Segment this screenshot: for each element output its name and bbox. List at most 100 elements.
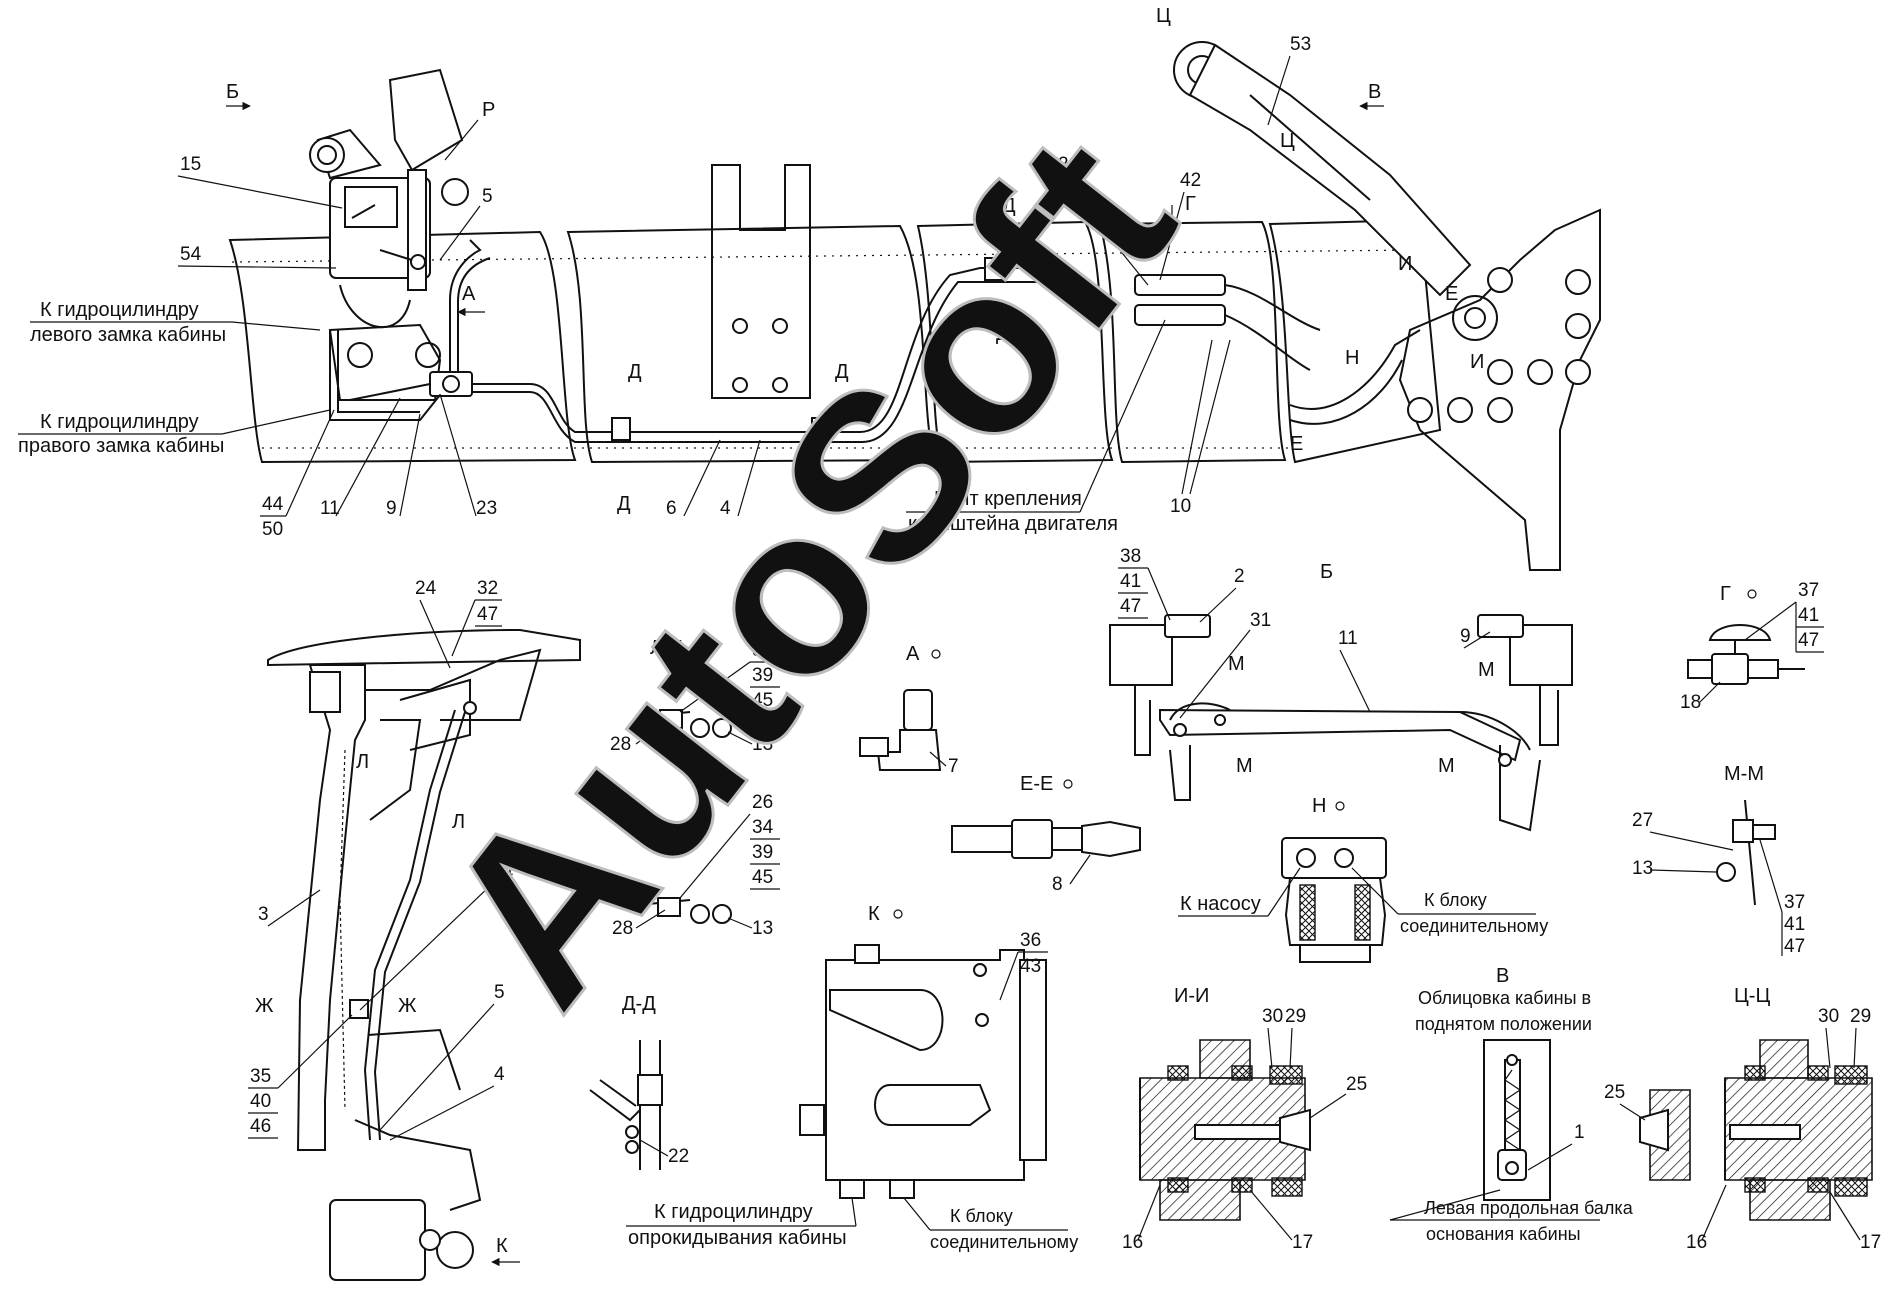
part-number: 32 — [477, 578, 498, 599]
part-number: 54 — [180, 244, 202, 265]
section-arrow-E: Е — [1290, 433, 1303, 455]
part-number: 25 — [1346, 1074, 1367, 1095]
main-view-part-numbers: 15 54 5 44 50 11 9 23 6 4 21 42 10 53 — [177, 34, 1311, 540]
pipe-clip — [611, 417, 631, 441]
part-number: 30 — [1262, 1006, 1283, 1027]
cab-side-view-labels: 24 32 47 14 3 5 4 35 40 46 Л Л Ж Ж К — [248, 578, 520, 1267]
section-DD: Д-Д 22 — [589, 993, 689, 1170]
hose-end — [1011, 819, 1053, 859]
part-number: 37 — [1784, 892, 1805, 913]
part-number: 47 — [1798, 630, 1819, 651]
clamp-bolt — [1732, 819, 1754, 843]
part-number: 7 — [948, 756, 959, 777]
hose — [951, 825, 1013, 853]
view-K: К 36 43 К гидроцилиндру опрокидывания ка… — [626, 903, 1078, 1252]
pipe-clip — [984, 257, 1004, 281]
section-arrow-M: М — [1236, 755, 1253, 777]
cab-pillar — [296, 664, 366, 1151]
section-TSTS: Ц-Ц 30 29 25 16 17 — [1604, 985, 1881, 1253]
part-number: 17 — [1860, 1232, 1881, 1253]
part-number: 23 — [476, 498, 497, 519]
section-arrow-M: М — [1478, 659, 1495, 681]
part-number: 4 — [720, 498, 731, 519]
section-arrow-I: И — [1398, 253, 1412, 275]
view-B: Б 38 41 47 2 31 11 9 М М М М — [1109, 546, 1573, 832]
part-number: 40 — [250, 1091, 271, 1112]
part-number: 29 — [1850, 1006, 1871, 1027]
part-number: 21 — [1058, 154, 1079, 175]
section-arrow-D: Д — [628, 361, 642, 383]
cab-lock-cylinder — [329, 1199, 426, 1281]
part-number: 26 — [752, 792, 773, 813]
callout-beam: основания кабины — [1426, 1224, 1581, 1244]
callout-tilt-cylinder: опрокидывания кабины — [628, 1227, 847, 1249]
cab-mount-beam — [1159, 708, 1522, 762]
part-number: 18 — [1680, 692, 1701, 713]
section-arrow-D: Д — [1002, 195, 1016, 217]
section-arrow-L: Л — [452, 811, 465, 833]
part-number: 5 — [494, 982, 505, 1003]
section-arrow-ZH: Ж — [255, 995, 274, 1017]
callout-cab-lining: поднятом положении — [1415, 1014, 1592, 1034]
section-arrow-N: Н — [1345, 347, 1359, 369]
view-G: Г 37 41 47 18 — [1680, 580, 1824, 713]
pillar-bracket — [309, 671, 341, 713]
section-title: Д-Д — [622, 993, 656, 1015]
part-number: 43 — [1020, 956, 1041, 977]
section-title: К — [868, 903, 880, 925]
part-number: 36 — [1020, 930, 1041, 951]
callout-to-block-n: К блоку — [1424, 890, 1487, 910]
hose-fitting — [1711, 653, 1749, 685]
part-number: 16 — [1686, 1232, 1707, 1253]
grease-fitting — [1639, 1108, 1669, 1152]
part-number: 47 — [1784, 936, 1805, 957]
callout-left-lock: К гидроцилиндру — [40, 299, 199, 321]
part-number: 39 — [752, 842, 773, 863]
part-number: 53 — [1290, 34, 1311, 55]
part-number: 45 — [752, 867, 773, 888]
section-II: И-И 30 29 25 16 17 — [1122, 985, 1367, 1253]
view-letter: Г — [1185, 193, 1196, 215]
section-ZHZH: Ж-Ж 26 34 39 45 28 13 — [612, 792, 780, 939]
callout-to-pump: К насосу — [1180, 893, 1261, 915]
part-number: 16 — [1122, 1232, 1143, 1253]
part-number: 46 — [250, 1116, 271, 1137]
section-title: Ц-Ц — [1734, 985, 1770, 1007]
section-title: И-И — [1174, 985, 1209, 1007]
section-arrow-D: Д — [835, 361, 849, 383]
main-view-callouts: К гидроцилиндру левого замка кабины К ги… — [18, 299, 1166, 535]
part-number: 8 — [1052, 874, 1063, 895]
part-number: 5 — [482, 186, 493, 207]
view-letter: А — [462, 283, 476, 305]
callout-to-block-n: соединительному — [1400, 916, 1548, 936]
callout-right-lock: правого замка кабины — [18, 435, 224, 457]
part-number: 47 — [477, 604, 498, 625]
section-arrow-M: М — [1438, 755, 1455, 777]
callout-right-lock: К гидроцилиндру — [40, 411, 199, 433]
fitting-nut — [859, 737, 889, 757]
port-fitting — [889, 1179, 915, 1199]
tilt-cylinder — [1188, 43, 1472, 297]
part-number: 13 — [1632, 858, 1653, 879]
section-LL: Л-Л 34 39 45 28 13 — [610, 637, 780, 755]
view-A: А 7 — [859, 643, 959, 777]
section-arrow-D: Д — [828, 493, 842, 515]
part-number: 38 — [1120, 546, 1141, 567]
cab-side-view — [267, 628, 581, 1281]
callout-left-lock: левого замка кабины — [30, 324, 226, 346]
section-arrow-D: Д — [996, 323, 1010, 345]
part-number: 27 — [1632, 810, 1653, 831]
clamp — [349, 999, 369, 1019]
callout-engine-bolt: кронштейна двигателя — [908, 513, 1118, 535]
part-number: 30 — [1818, 1006, 1839, 1027]
part-number: 25 — [1604, 1082, 1625, 1103]
part-number: 4 — [494, 1064, 505, 1085]
part-number: 3 — [258, 904, 269, 925]
section-arrow-L: Л — [356, 751, 369, 773]
lock-body — [825, 949, 1025, 1181]
part-number: 10 — [1170, 496, 1191, 517]
part-number: 17 — [1292, 1232, 1313, 1253]
callout-engine-bolt: Болт крепления — [934, 488, 1082, 510]
callout-beam: Левая продольная балка — [1424, 1198, 1634, 1218]
